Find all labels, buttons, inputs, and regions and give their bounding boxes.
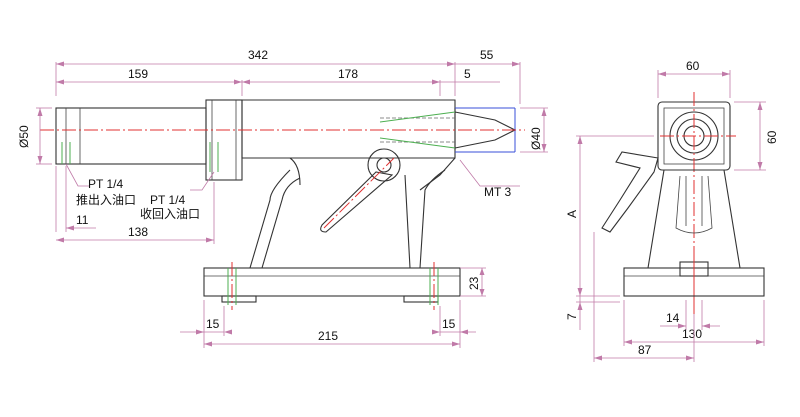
dim-130: 130 (682, 327, 702, 341)
lock-lever-hub (367, 148, 401, 182)
dim-138: 138 (128, 225, 148, 239)
dim-d40: Ø40 (529, 127, 543, 150)
dim-a: A (565, 210, 579, 218)
dim-60-top: 60 (686, 59, 700, 73)
support-leg-right (404, 169, 446, 269)
dim-7: 7 (565, 313, 579, 320)
dim-11: 11 (76, 213, 89, 227)
dim-15-right: 15 (442, 317, 456, 331)
tailstock-body (241, 99, 456, 159)
label-port-push-code: PT 1/4 (88, 177, 123, 191)
dim-23: 23 (467, 276, 481, 290)
hydraulic-cylinder (55, 107, 207, 165)
lock-lever-handle (320, 171, 394, 233)
label-port-return-name: 收回入油口 (140, 207, 200, 221)
label-mt3: MT 3 (484, 185, 511, 199)
dim-15-left: 15 (206, 317, 220, 331)
dim-159: 159 (128, 67, 148, 81)
tailstock-base (203, 267, 461, 297)
dim-d50: Ø50 (17, 125, 31, 148)
cylinder-end-cap (205, 99, 243, 181)
dim-87: 87 (638, 343, 652, 357)
dim-14: 14 (666, 311, 680, 325)
dim-215: 215 (318, 329, 338, 343)
live-center (454, 108, 517, 150)
dim-342: 342 (248, 48, 268, 62)
end-view: 60 60 A 7 14 130 (565, 59, 779, 362)
dim-178: 178 (338, 67, 358, 81)
end-view-lever (601, 151, 659, 233)
dim-55: 55 (480, 48, 494, 62)
dim-60-right: 60 (765, 130, 779, 144)
support-leg-left (249, 169, 301, 269)
label-port-return-code: PT 1/4 (150, 193, 185, 207)
dim-5: 5 (464, 67, 471, 81)
side-view: 342 55 159 178 5 Ø50 Ø40 MT 3 PT 1/4 推出入… (17, 48, 548, 348)
label-port-push-name: 推出入油口 (76, 193, 136, 207)
